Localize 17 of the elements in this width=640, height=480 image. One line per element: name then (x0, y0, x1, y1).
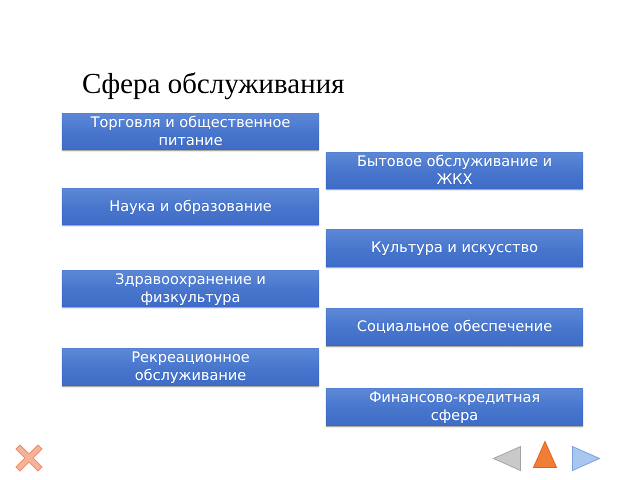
category-label: Финансово-кредитная сфера (368, 389, 542, 425)
category-box (326, 152, 583, 189)
category-box (62, 270, 319, 307)
category-box (62, 113, 319, 150)
category-box (62, 348, 319, 386)
category-label: Торговля и общественное питание (90, 114, 292, 150)
category-box (62, 188, 319, 225)
category-label: Рекреационное обслуживание (130, 349, 251, 385)
category-box (326, 308, 583, 346)
category-label: Культура и искусство (371, 239, 538, 257)
category-box (326, 229, 583, 267)
slide-title: Сфера обслуживания (82, 67, 344, 102)
category-label: Социальное обеспечение (356, 318, 552, 336)
category-label: Здравоохранение и физкультура (114, 270, 267, 306)
category-box (326, 388, 583, 426)
category-label: Наука и образование (109, 198, 272, 216)
category-label: Бытовое обслуживание и ЖКХ (356, 152, 554, 188)
